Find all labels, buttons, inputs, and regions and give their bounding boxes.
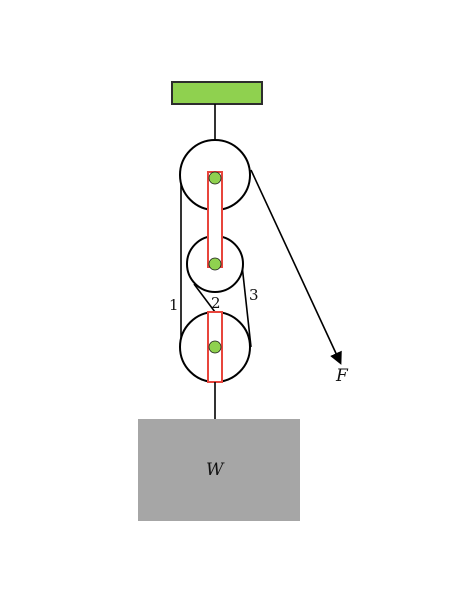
rope-label-1: 1 (169, 296, 179, 314)
weight-box (138, 419, 300, 521)
middle-axle (208, 257, 222, 271)
bottom-axle (208, 340, 222, 354)
rope-segment-3 (241, 264, 252, 348)
upper-strap (207, 171, 223, 268)
top-axle (208, 171, 222, 185)
force-label: F (335, 366, 349, 386)
rope-segment-2 (193, 283, 216, 313)
ceiling-mount (171, 81, 263, 105)
weight-label: W (206, 460, 225, 480)
pulling-rope (250, 169, 342, 365)
rope-label-3: 3 (249, 286, 259, 304)
rope-label-2: 2 (211, 294, 221, 312)
